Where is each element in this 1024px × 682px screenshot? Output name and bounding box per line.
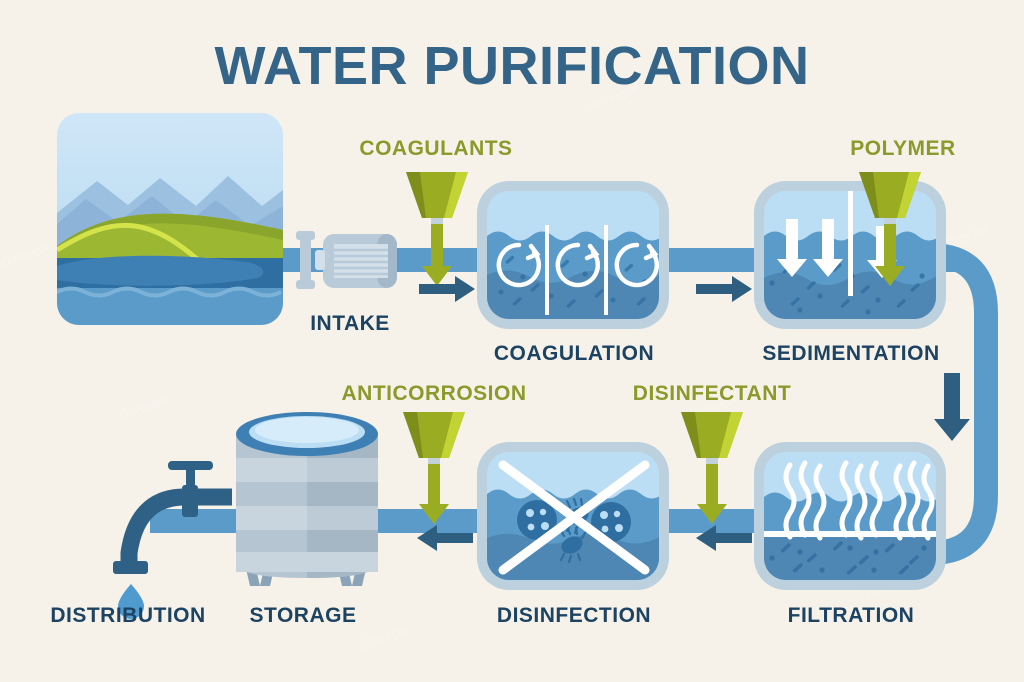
water-ripples <box>57 286 282 298</box>
funnel-anticorrosion-highlight <box>441 412 465 458</box>
disinfection-cross-mark <box>498 460 650 575</box>
faucet-valve-stem <box>186 465 195 487</box>
faucet-outlet <box>113 561 148 574</box>
label-sedimentation: SEDIMENTATION <box>762 342 939 365</box>
filtration-tank <box>754 442 946 590</box>
flow-arrows <box>417 276 970 551</box>
funnel-anticorrosion <box>403 412 465 524</box>
water-shape-mid <box>57 255 264 286</box>
sedimentation-divider <box>848 191 853 296</box>
funnel-polymer-arrow <box>875 224 905 286</box>
faucet-handle <box>168 461 213 470</box>
filtration-media-line <box>764 531 936 537</box>
pipe-right-loop <box>900 243 998 565</box>
coagulation-baffle-1 <box>545 225 549 315</box>
filtration-strands <box>783 460 935 541</box>
bacteria-lower <box>559 526 587 564</box>
label-disinfection: DISINFECTION <box>497 604 651 627</box>
funnel-anticorrosion-shade <box>403 412 423 458</box>
flow-arrow-to-coagulation <box>419 276 475 302</box>
label-coagulants: COAGULANTS <box>359 137 512 160</box>
label-intake: INTAKE <box>310 312 390 335</box>
distribution-faucet <box>113 461 232 619</box>
coagulation-tank <box>477 181 669 329</box>
flow-arrow-to-sedimentation <box>696 276 752 302</box>
funnel-disinfectant-shade <box>681 412 701 458</box>
storage-tank <box>236 412 378 586</box>
coagulation-baffle-2 <box>604 225 608 315</box>
intake-flange-bar <box>296 231 315 240</box>
label-coagulation: COAGULATION <box>494 342 654 365</box>
disinfection-tank <box>477 442 669 590</box>
flow-arrow-down-right <box>934 373 970 441</box>
intake-shaft <box>315 250 325 270</box>
label-storage: STORAGE <box>250 604 357 627</box>
faucet-body <box>182 485 198 517</box>
flow-arrow-to-disinfection <box>696 525 752 551</box>
filtration-particles <box>769 541 927 575</box>
storage-rim-highlight <box>255 417 359 443</box>
funnel-disinfectant-highlight <box>719 412 743 458</box>
label-filtration: FILTRATION <box>788 604 915 627</box>
page-title: WATER PURIFICATION <box>215 36 810 96</box>
intake-pump <box>296 231 397 289</box>
water-droplet <box>118 584 144 619</box>
hill-road <box>57 222 207 268</box>
label-anticorrosion: ANTICORROSION <box>342 382 527 405</box>
funnel-polymer-shade <box>859 172 879 218</box>
funnel-coagulants-highlight <box>444 172 468 218</box>
sedimentation-tank <box>754 181 946 329</box>
funnel-coagulants <box>406 172 468 286</box>
label-polymer: POLYMER <box>850 137 955 160</box>
intake-flange <box>300 231 311 289</box>
funnel-disinfectant-arrow <box>697 464 727 524</box>
funnel-polymer-highlight <box>897 172 921 218</box>
source-landscape <box>57 113 283 325</box>
funnel-coagulants-shade <box>406 172 426 218</box>
intake-flange-bar-bottom <box>296 280 315 289</box>
storage-band-shade <box>307 458 378 530</box>
funnel-anticorrosion-arrow <box>419 464 449 524</box>
coagulation-mixers <box>496 242 659 288</box>
funnel-disinfectant <box>681 412 743 524</box>
label-distribution: DISTRIBUTION <box>50 604 205 627</box>
funnel-polymer <box>859 172 921 286</box>
intake-motor-fin-lines <box>334 248 388 276</box>
germ-left <box>517 500 557 540</box>
label-disinfectant: DISINFECTANT <box>633 382 791 405</box>
flow-arrow-to-storage <box>417 525 473 551</box>
funnel-coagulants-arrow <box>422 224 452 286</box>
faucet-spout <box>120 488 232 568</box>
